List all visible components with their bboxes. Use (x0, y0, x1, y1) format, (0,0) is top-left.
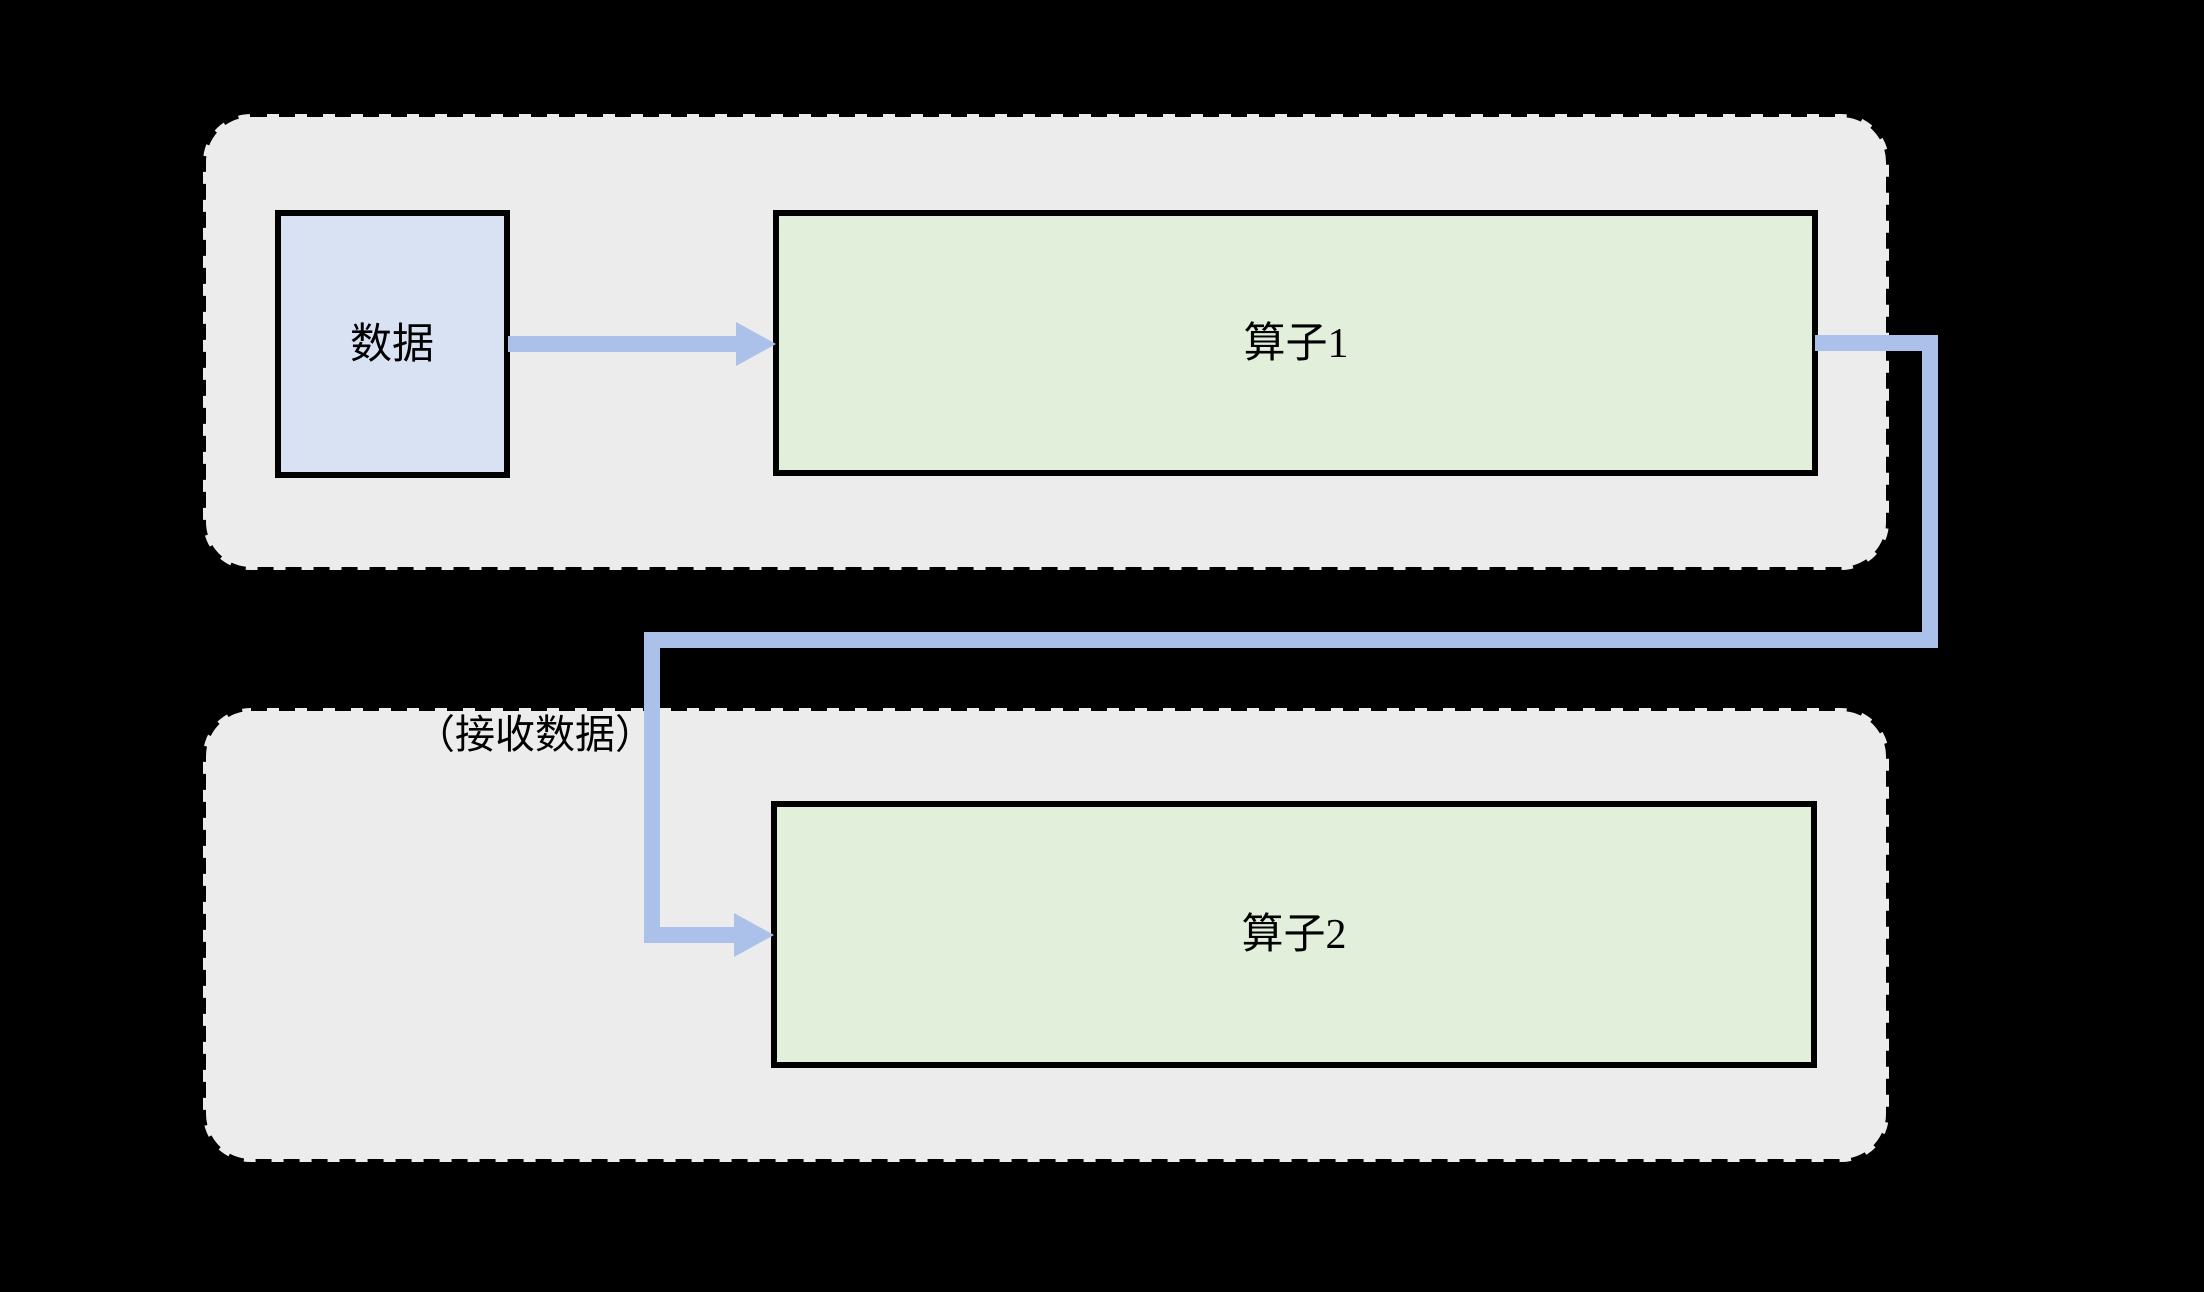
operator2-node (771, 801, 1817, 1068)
arrowhead-operator1-to-operator2-icon (734, 913, 774, 957)
data-node-label: 数据 (350, 322, 434, 368)
data-node (275, 210, 510, 478)
operator1-node-label: 算子1 (1243, 321, 1348, 367)
operator2-node-label: 算子2 (1241, 912, 1346, 958)
receive-data-label: （接收数据） (415, 712, 655, 757)
arrowhead-data-to-operator1-icon (736, 322, 776, 366)
connector-operator1-to-operator2 (644, 335, 1938, 943)
